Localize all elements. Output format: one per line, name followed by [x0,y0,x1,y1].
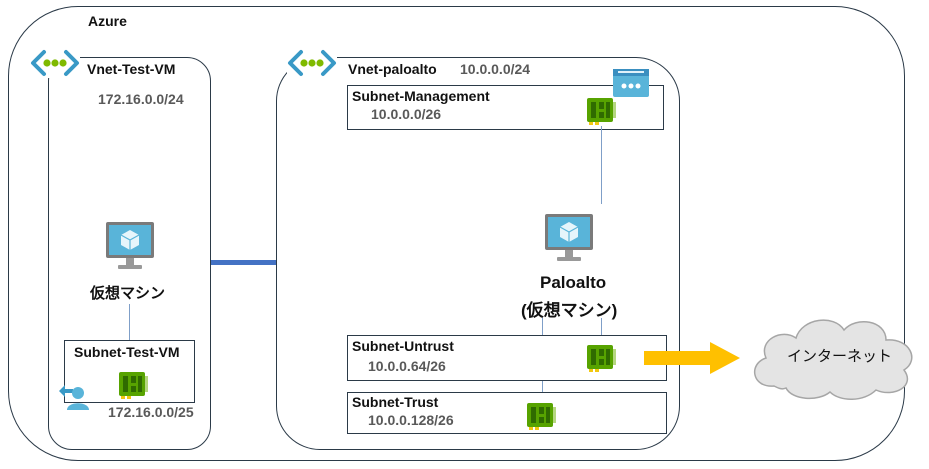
vnet-test-vm-cidr: 172.16.0.0/24 [98,91,184,107]
peering-line [211,260,276,265]
vnet-test-vm-container [48,57,211,450]
internet-label: インターネット [787,348,893,365]
public-ip-icon [612,68,650,98]
subnet-trust-cidr: 10.0.0.128/26 [368,412,454,428]
azure-container [8,6,905,461]
vnet-paloalto-container [276,57,680,450]
vnet-paloalto-name: Vnet-paloalto [348,61,437,77]
subnet-untrust-cidr: 10.0.0.64/26 [368,358,446,374]
azure-label: Azure [88,13,127,29]
test-vm-connector [129,304,130,371]
subnet-management-name: Subnet-Management [352,88,490,104]
nic-icon [117,368,149,400]
paloalto-vm-label-line1: Paloalto [540,273,607,292]
test-vm-label: 仮想マシン [90,285,166,302]
nic-icon [525,399,557,431]
nic-icon [585,94,617,126]
subnet-untrust-name: Subnet-Untrust [352,338,454,354]
subnet-trust [347,392,667,434]
cloud-icon [744,308,922,402]
subnet-management-cidr: 10.0.0.0/26 [371,106,442,122]
mgmt-connector [601,126,602,204]
vm-icon [104,220,156,272]
vnet-test-vm-name: Vnet-Test-VM [87,61,176,77]
nic-icon [585,341,617,373]
subnet-test-vm-cidr: 172.16.0.0/25 [108,404,194,420]
vm-icon [543,212,595,264]
subnet-trust-name: Subnet-Trust [352,394,439,410]
vnet-icon [287,48,337,78]
subnet-test-vm-name: Subnet-Test-VM [74,344,180,360]
paloalto-vm-label-line2: (仮想マシン) [521,301,618,320]
user-icon [58,380,90,412]
arrow-right-icon [644,340,742,376]
vnet-icon [30,48,80,78]
untrust-connector [601,318,602,348]
vnet-paloalto-cidr: 10.0.0.0/24 [460,61,531,77]
